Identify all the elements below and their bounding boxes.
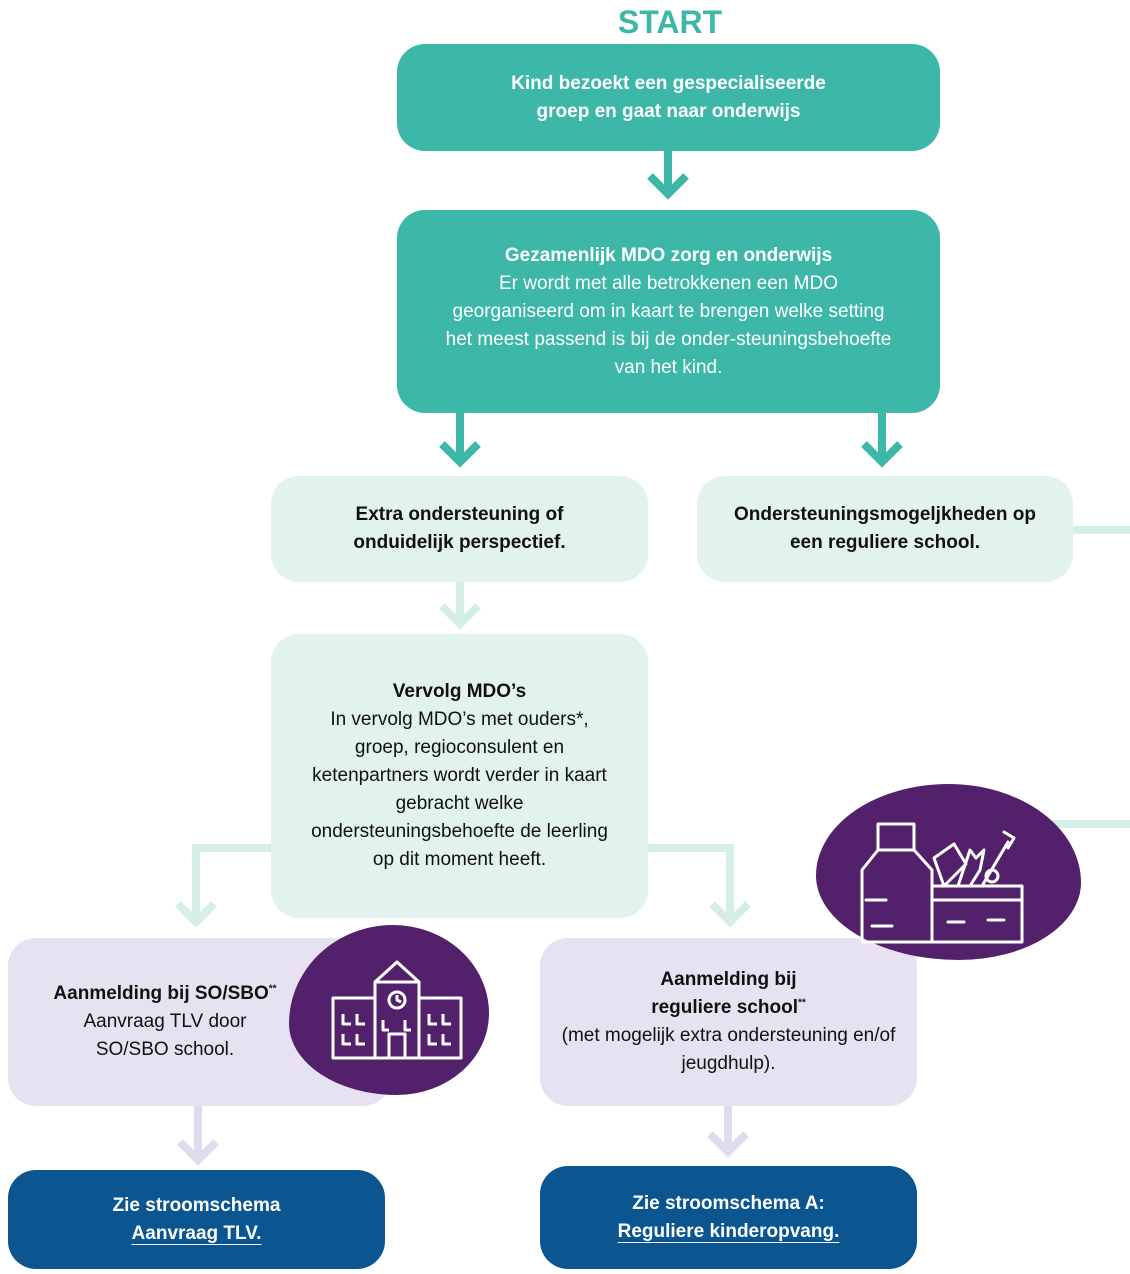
start-label: START: [617, 4, 723, 40]
arrow-followup-to-regular: [648, 844, 734, 922]
extra-support-box: Extra ondersteuning of onduidelijk persp…: [271, 476, 648, 582]
so-sbo-body: Aanvraag TLV door SO/SBO school.: [83, 1011, 247, 1060]
see-a-line1: Zie stroomschema A:: [632, 1192, 825, 1214]
school-blob: [289, 925, 489, 1095]
regular-options-box: Ondersteuningsmogeljkheden op een reguli…: [697, 476, 1073, 582]
toolbox-blob: [816, 784, 1081, 960]
regular-options-title: Ondersteuningsmogeljkheden op een reguli…: [734, 504, 1036, 553]
arrow-followup-to-so: [192, 844, 272, 922]
see-a-box: Zie stroomschema A: Reguliere kinderopva…: [540, 1166, 917, 1269]
regular-school-box: Aanmelding bij reguliere school** (met m…: [540, 938, 917, 1106]
so-sbo-title: Aanmelding bij SO/SBO**: [53, 983, 277, 1004]
see-tlv-box: Zie stroomschema Aanvraag TLV.: [8, 1170, 385, 1269]
school-building-icon: [331, 960, 463, 1060]
extra-support-title: Extra ondersteuning of onduidelijk persp…: [353, 504, 566, 553]
so-sbo-title-mark: **: [268, 983, 277, 995]
toolbox-icon: [860, 822, 1024, 944]
follow-up-title: Vervolg MDO’s: [392, 681, 527, 702]
regular-school-body: (met mogelijk extra ondersteuning en/of …: [561, 1025, 896, 1074]
follow-up-body: In vervolg MDO’s met ouders*, groep, reg…: [311, 709, 608, 870]
see-tlv-line1: Zie stroomschema: [112, 1194, 281, 1216]
follow-up-box: Vervolg MDO’s In vervolg MDO’s met ouder…: [271, 634, 648, 918]
mdo-title: Gezamenlijk MDO zorg en onderwijs: [504, 244, 833, 266]
regular-school-title-mark: **: [797, 997, 806, 1009]
see-a-link[interactable]: Reguliere kinderopvang.: [617, 1220, 840, 1242]
mdo-body: Er wordt met alle betrokkenen een MDO ge…: [445, 272, 892, 378]
start-box-title: Kind bezoekt een gespecialiseerde groep …: [511, 72, 826, 122]
regular-school-title: Aanmelding bij reguliere school**: [651, 969, 806, 1018]
see-tlv-link[interactable]: Aanvraag TLV.: [131, 1222, 262, 1244]
start-box: Kind bezoekt een gespecialiseerde groep …: [397, 44, 940, 151]
mdo-box: Gezamenlijk MDO zorg en onderwijs Er wor…: [397, 210, 940, 413]
